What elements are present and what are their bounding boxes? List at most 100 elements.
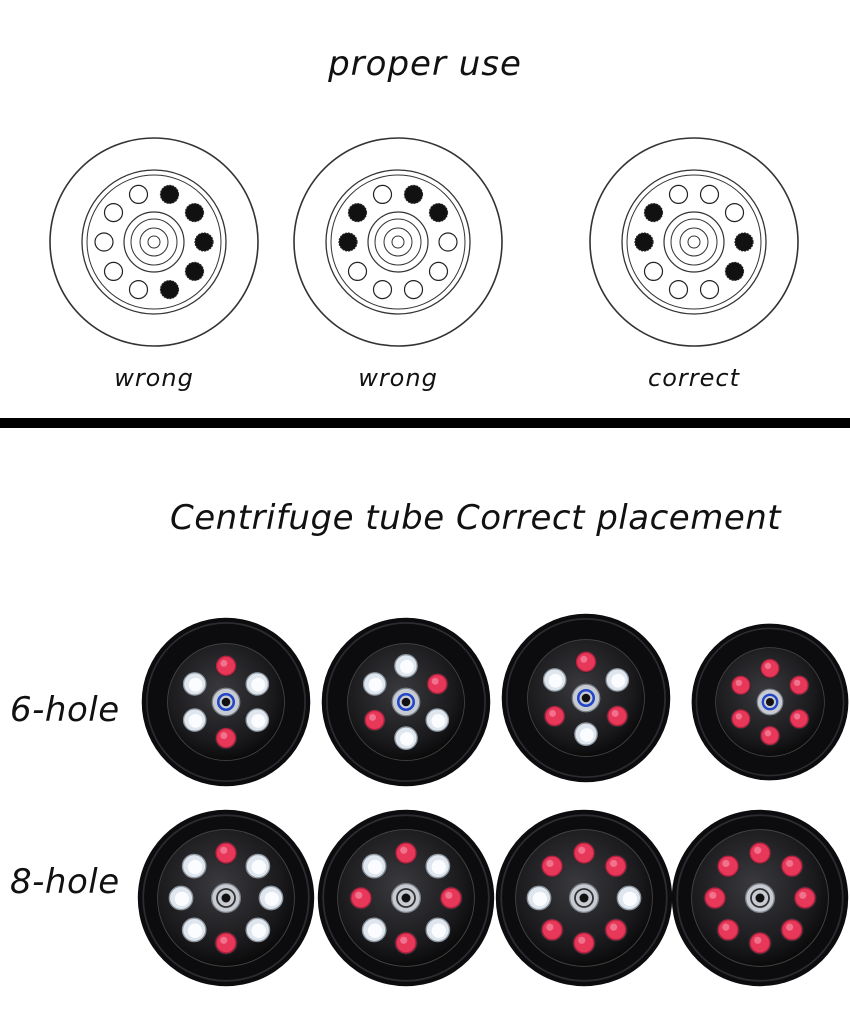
rotor-8-hole-config-3 bbox=[495, 809, 673, 987]
empty-hole-inner bbox=[579, 728, 594, 742]
tube-highlight bbox=[431, 677, 439, 685]
rotor-rim-edge bbox=[326, 622, 486, 782]
tube-slot-filled bbox=[403, 184, 424, 205]
rotor-hub-ring-inner bbox=[670, 218, 718, 266]
tube-slot-empty bbox=[128, 184, 149, 205]
tube-slot-empty bbox=[372, 184, 393, 205]
empty-hole-inner bbox=[622, 891, 638, 907]
rotor-hub-ring-inner bbox=[374, 218, 422, 266]
tube-highlight bbox=[610, 923, 618, 931]
rotor-rim-edge bbox=[506, 618, 666, 778]
tube-highlight bbox=[369, 714, 376, 721]
tube-slot-filled bbox=[634, 232, 654, 252]
diagram-caption-wrong-2: wrong bbox=[358, 364, 438, 392]
rotor-spindle bbox=[147, 235, 161, 249]
tube-slot-filled bbox=[734, 232, 754, 252]
tube-slot-filled bbox=[338, 232, 358, 252]
row-label-8-hole: 8-hole bbox=[10, 862, 120, 902]
diagram-caption-wrong-1: wrong bbox=[114, 364, 194, 392]
rotor-8-hole-config-1 bbox=[137, 809, 315, 987]
tube-slot-empty bbox=[668, 184, 689, 205]
hub-nut bbox=[401, 893, 411, 903]
tube-highlight bbox=[764, 730, 772, 737]
rotor-diagram-wrong-1 bbox=[49, 137, 259, 347]
hub-nut bbox=[579, 893, 589, 903]
rotor-6-hole-config-4 bbox=[691, 623, 849, 781]
hub-nut bbox=[581, 693, 591, 703]
empty-hole-inner bbox=[367, 859, 383, 875]
tube-slot-empty bbox=[643, 261, 664, 281]
tube-slot-filled bbox=[159, 184, 180, 205]
tube-highlight bbox=[400, 936, 408, 944]
tube-highlight bbox=[786, 923, 794, 931]
empty-hole-inner bbox=[611, 673, 626, 688]
empty-hole-inner bbox=[431, 923, 446, 938]
hub-ring bbox=[750, 888, 770, 908]
rotor-rim-edge bbox=[322, 814, 490, 982]
rotor-hub-ring bbox=[367, 211, 429, 273]
rotor-body-ring bbox=[81, 169, 227, 315]
hub-nut bbox=[221, 893, 231, 903]
tube-highlight bbox=[546, 923, 554, 931]
hub-nut bbox=[766, 698, 774, 706]
tube-slot-empty bbox=[347, 261, 368, 281]
empty-hole-inner bbox=[264, 891, 280, 907]
empty-hole-inner bbox=[187, 923, 203, 938]
tube-slot-filled bbox=[428, 202, 449, 223]
tube-highlight bbox=[735, 713, 743, 720]
diagram-caption-correct: correct bbox=[648, 364, 740, 392]
hub-nut bbox=[401, 697, 411, 707]
tube-highlight bbox=[722, 859, 730, 868]
tube-slot-empty bbox=[699, 280, 720, 300]
tube-slot-empty bbox=[128, 280, 149, 300]
rotor-diagram-wrong-2 bbox=[293, 137, 503, 347]
tube-highlight bbox=[580, 655, 588, 663]
tube-slot-empty bbox=[668, 280, 689, 300]
tube-slot-filled bbox=[643, 202, 664, 223]
rotor-rim-edge bbox=[676, 814, 844, 982]
empty-hole-inner bbox=[399, 659, 414, 674]
tube-highlight bbox=[793, 713, 801, 720]
tube-slot-empty bbox=[94, 232, 114, 252]
rotor-spindle bbox=[391, 235, 405, 249]
empty-hole-inner bbox=[431, 714, 446, 728]
tube-highlight bbox=[754, 936, 762, 944]
hub-blue-ring bbox=[576, 688, 596, 708]
tube-highlight bbox=[709, 891, 717, 899]
hub-ring bbox=[216, 888, 236, 908]
rotor-hub-core bbox=[139, 227, 169, 257]
tube-highlight bbox=[578, 936, 586, 944]
tube-slot-empty bbox=[699, 184, 720, 205]
tube-highlight bbox=[799, 891, 807, 899]
rotor-diagram-correct bbox=[589, 137, 799, 347]
tube-highlight bbox=[220, 732, 228, 739]
hub-blue-ring bbox=[216, 692, 236, 712]
tube-slot-filled bbox=[184, 261, 205, 281]
tube-highlight bbox=[220, 659, 228, 667]
rotor-6-hole-config-2 bbox=[321, 617, 491, 787]
hub-nut bbox=[755, 893, 765, 903]
tube-slot-filled bbox=[347, 202, 368, 223]
rotor-6-hole-config-3 bbox=[501, 613, 671, 783]
tube-highlight bbox=[793, 679, 801, 686]
tube-highlight bbox=[754, 846, 762, 854]
hub-ring bbox=[574, 888, 594, 908]
empty-hole-inner bbox=[251, 923, 266, 938]
page-title: proper use bbox=[328, 44, 522, 84]
empty-hole-inner bbox=[251, 859, 266, 875]
tube-highlight bbox=[445, 891, 453, 899]
tube-slot-empty bbox=[438, 232, 458, 252]
tube-highlight bbox=[549, 710, 556, 717]
tube-slot-empty bbox=[403, 280, 424, 300]
tube-slot-filled bbox=[159, 280, 180, 300]
tube-slot-filled bbox=[184, 202, 205, 223]
rotor-rim-edge bbox=[500, 814, 668, 982]
rotor-hub-ring-inner bbox=[130, 218, 178, 266]
tube-slot-filled bbox=[724, 261, 745, 281]
tube-slot-empty bbox=[103, 261, 124, 281]
empty-hole-inner bbox=[532, 891, 548, 907]
rotor-body-ring-inner bbox=[626, 174, 762, 310]
rotor-hub-ring bbox=[123, 211, 185, 273]
empty-hole-inner bbox=[399, 732, 414, 746]
section-subtitle: Centrifuge tube Correct placement bbox=[170, 498, 782, 538]
